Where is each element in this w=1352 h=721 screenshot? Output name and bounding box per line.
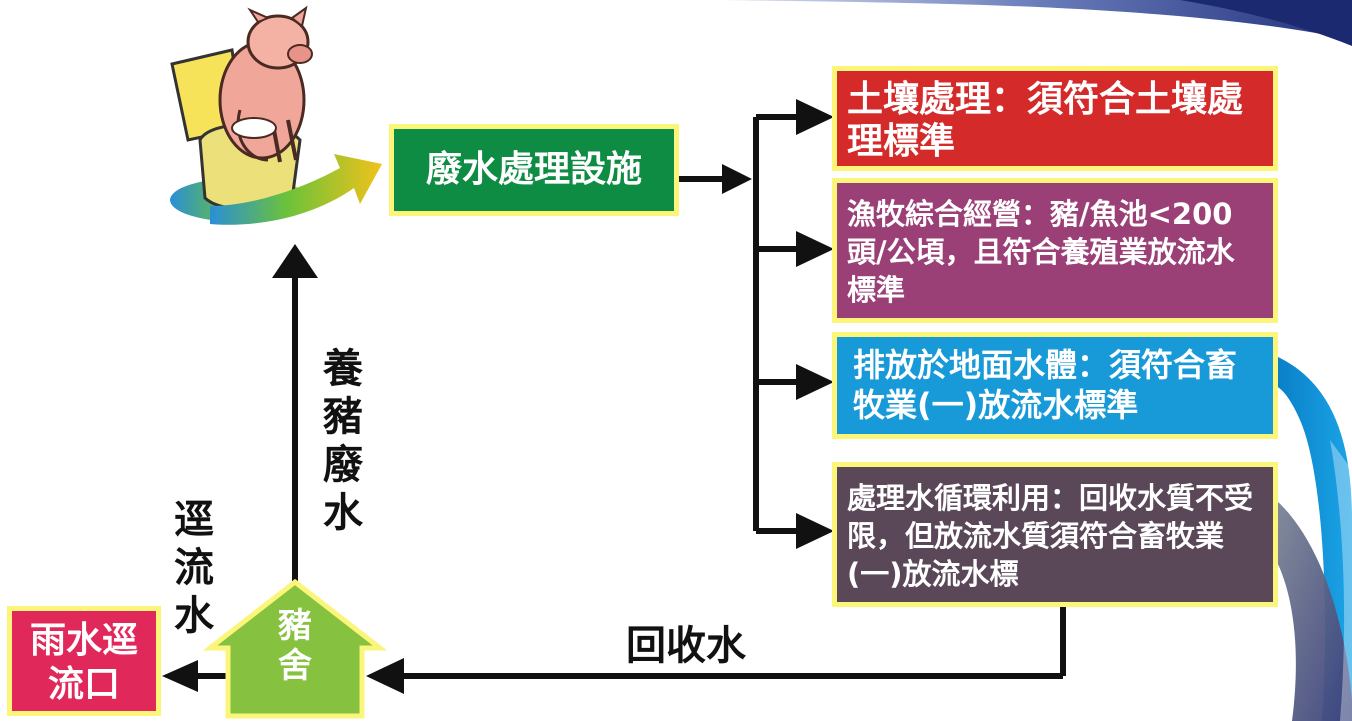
pig-house-label: 豬舍 bbox=[255, 606, 335, 686]
outcome-surface-water: 排放於地面水體：須符合畜牧業(一)放流水標準 bbox=[832, 332, 1278, 439]
rainwater-runoff-outlet: 雨水逕流口 bbox=[7, 606, 161, 716]
fishery-combined-text: 漁牧綜合經營：豬/魚池<200頭/公頃，且符合養殖業放流水標準 bbox=[847, 197, 1235, 307]
label-runoff-water: 逕流水 bbox=[174, 497, 214, 639]
label-pig-wastewater: 養豬廢水 bbox=[323, 346, 363, 536]
water-recycling-text: 處理水循環利用：回收水質不受限，但放流水質須符合畜牧業(一)放流水標 bbox=[847, 481, 1254, 591]
outcome-fishery-combined: 漁牧綜合經營：豬/魚池<200頭/公頃，且符合養殖業放流水標準 bbox=[832, 178, 1278, 323]
soil-treatment-text: 土壤處理：須符合土壤處理標準 bbox=[847, 79, 1244, 162]
wastewater-treatment-facility: 廢水處理設施 bbox=[389, 124, 679, 216]
label-recycled-water: 回收水 bbox=[626, 623, 746, 669]
surface-water-text: 排放於地面水體：須符合畜牧業(一)放流水標準 bbox=[853, 346, 1238, 424]
rain-outlet-text: 雨水逕流口 bbox=[29, 620, 138, 705]
process-label: 廢水處理設施 bbox=[425, 149, 642, 190]
outcome-water-recycling: 處理水循環利用：回收水質不受限，但放流水質須符合畜牧業(一)放流水標 bbox=[832, 462, 1278, 607]
arrow-to-branch bbox=[722, 164, 752, 194]
outcome-soil-treatment: 土壤處理：須符合土壤處理標準 bbox=[832, 66, 1278, 171]
pig-house-text: 豬舍 bbox=[278, 606, 312, 686]
